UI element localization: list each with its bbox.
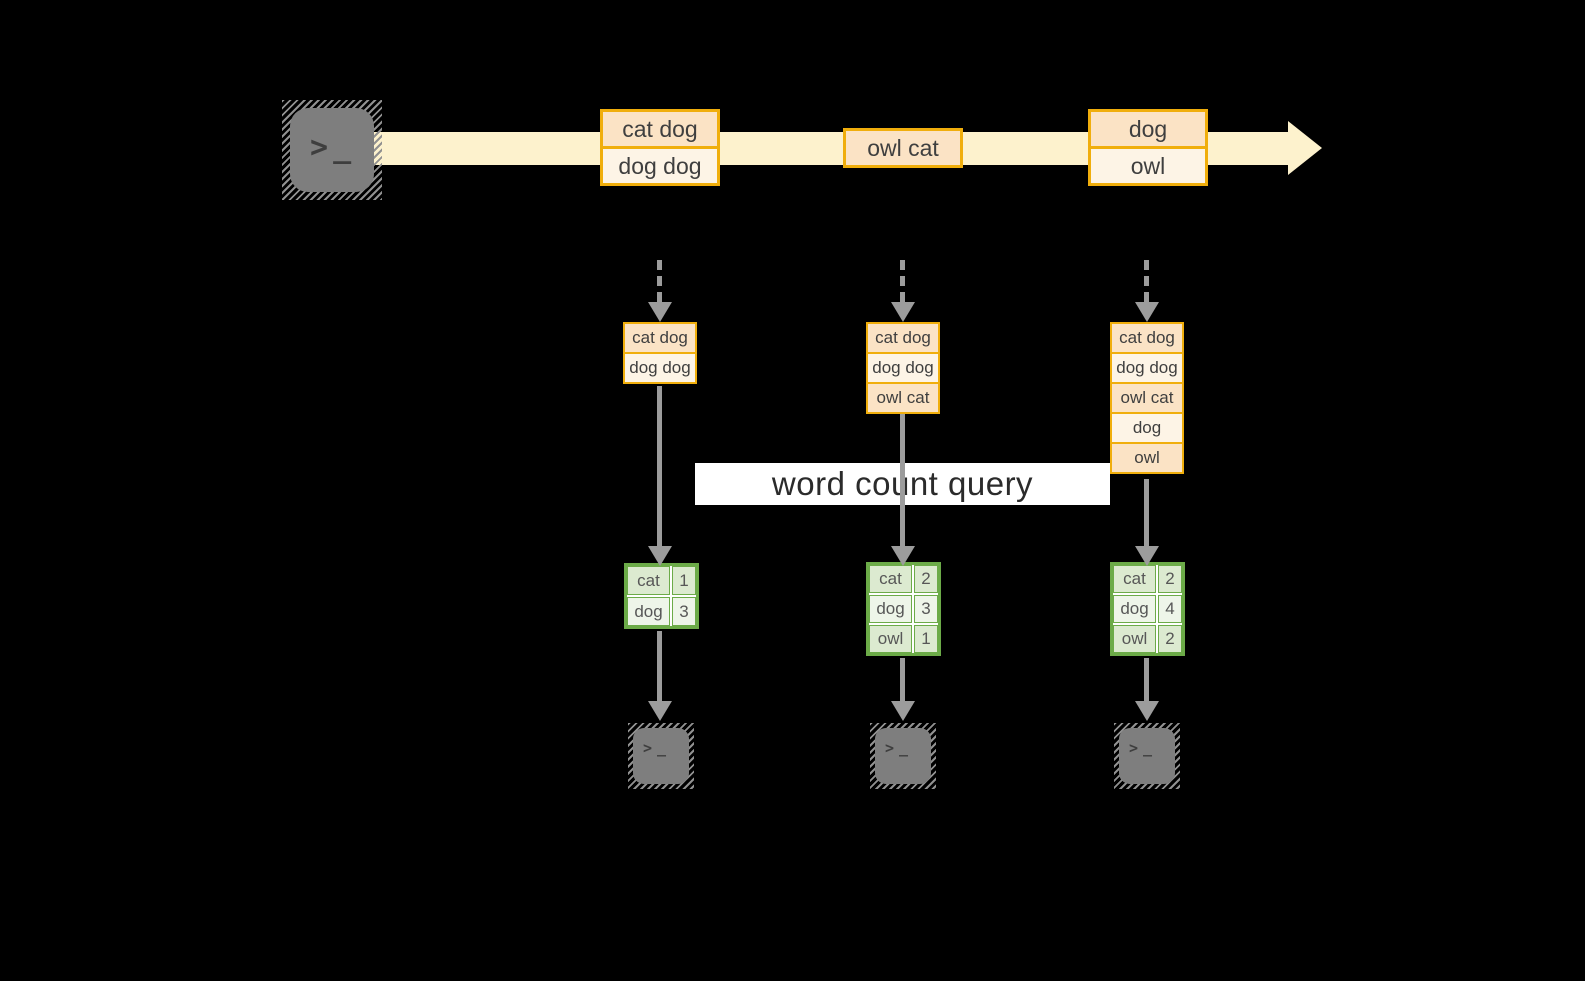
arrow-head-icon <box>1135 546 1159 566</box>
arrow-head-icon <box>1135 701 1159 721</box>
terminal-sink-icon: > _ <box>1114 723 1180 789</box>
arrow-head-icon <box>648 302 672 322</box>
word-cell: dog <box>1113 595 1156 623</box>
cursor-glyph: _ <box>1143 739 1153 757</box>
state-record: dog <box>1112 412 1182 442</box>
cursor-glyph: _ <box>333 130 352 165</box>
query-arrow <box>657 386 662 546</box>
input-state-box-2: cat dog dog dog owl cat <box>866 322 940 414</box>
word-count-table-1: cat 1 dog 3 <box>624 563 699 629</box>
terminal-sink-icon: > _ <box>628 723 694 789</box>
state-record: dog dog <box>1112 352 1182 382</box>
stream-record: cat dog <box>603 112 717 146</box>
sink-arrow <box>900 658 905 701</box>
terminal-prompt-icon: > _ <box>875 728 931 784</box>
state-record: owl cat <box>868 382 938 412</box>
state-record: dog dog <box>868 352 938 382</box>
prompt-glyph: > <box>1129 739 1139 757</box>
trigger-arrow-dashed <box>657 260 662 302</box>
word-cell: owl <box>1113 625 1156 653</box>
state-record: cat dog <box>1112 324 1182 352</box>
count-cell: 1 <box>672 566 696 595</box>
word-count-table-3: cat 2 dog 4 owl 2 <box>1110 562 1185 656</box>
count-cell: 3 <box>914 595 938 623</box>
state-record: cat dog <box>868 324 938 352</box>
count-cell: 2 <box>1158 625 1182 653</box>
terminal-prompt-icon: > _ <box>633 728 689 784</box>
prompt-glyph: > <box>643 739 653 757</box>
terminal-source-icon: > _ <box>282 100 382 200</box>
stream-record: owl cat <box>846 131 960 165</box>
trigger-arrow-dashed <box>1144 260 1149 302</box>
stream-batch-1: cat dog dog dog <box>600 109 720 186</box>
terminal-prompt-icon: > _ <box>1119 728 1175 784</box>
stream-record: dog dog <box>603 146 717 183</box>
word-cell: dog <box>869 595 912 623</box>
input-state-box-3: cat dog dog dog owl cat dog owl <box>1110 322 1184 474</box>
arrow-head-icon <box>891 701 915 721</box>
stream-record: owl <box>1091 146 1205 183</box>
cursor-glyph: _ <box>899 739 909 757</box>
query-arrow <box>1144 479 1149 546</box>
prompt-glyph: > <box>885 739 895 757</box>
terminal-sink-icon: > _ <box>870 723 936 789</box>
count-cell: 3 <box>672 597 696 626</box>
count-cell: 1 <box>914 625 938 653</box>
state-record: cat dog <box>625 324 695 352</box>
word-cell: cat <box>1113 565 1156 593</box>
stream-batch-2: owl cat <box>843 128 963 168</box>
state-record: dog dog <box>625 352 695 382</box>
stream-record: dog <box>1091 112 1205 146</box>
arrow-head-icon <box>1135 302 1159 322</box>
arrow-head-icon <box>648 546 672 566</box>
trigger-arrow-dashed <box>900 260 905 302</box>
stream-batch-3: dog owl <box>1088 109 1208 186</box>
arrow-head-icon <box>648 701 672 721</box>
state-record: owl <box>1112 442 1182 472</box>
cursor-glyph: _ <box>657 739 667 757</box>
word-count-table-2: cat 2 dog 3 owl 1 <box>866 562 941 656</box>
count-cell: 2 <box>1158 565 1182 593</box>
state-record: owl cat <box>1112 382 1182 412</box>
word-cell: cat <box>627 566 670 595</box>
word-cell: cat <box>869 565 912 593</box>
sink-arrow <box>1144 658 1149 701</box>
count-cell: 4 <box>1158 595 1182 623</box>
count-cell: 2 <box>914 565 938 593</box>
prompt-glyph: > <box>310 130 329 165</box>
terminal-prompt-icon: > _ <box>290 108 374 192</box>
word-cell: dog <box>627 597 670 626</box>
stream-arrowhead-icon <box>1288 121 1322 175</box>
sink-arrow <box>657 631 662 701</box>
query-arrow <box>900 414 905 546</box>
arrow-head-icon <box>891 302 915 322</box>
arrow-head-icon <box>891 546 915 566</box>
input-state-box-1: cat dog dog dog <box>623 322 697 384</box>
word-cell: owl <box>869 625 912 653</box>
